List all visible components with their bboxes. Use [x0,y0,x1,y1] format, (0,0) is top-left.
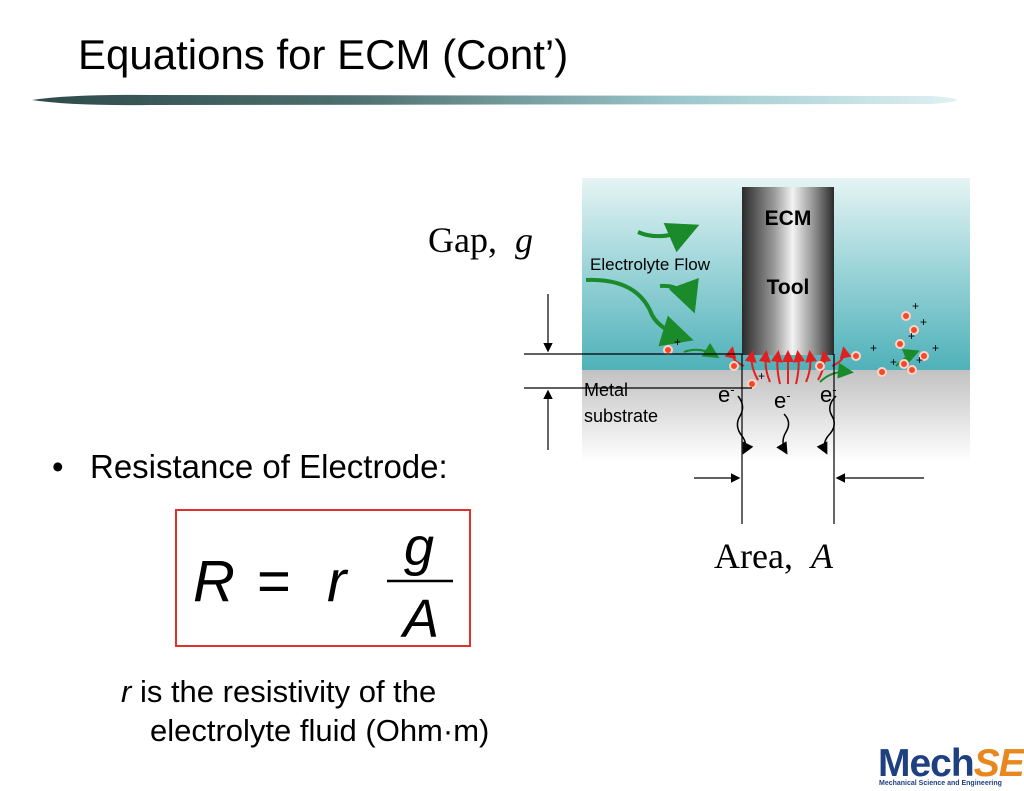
eq-equals: = [257,549,291,614]
svg-text:+: + [916,353,923,367]
gap-dimension [524,294,752,450]
svg-text:+: + [674,335,681,349]
note-line-1: r is the resistivity of the [121,674,437,709]
substrate-label-1: Metal [584,380,628,400]
ion-signs: + + + + + + + + + [674,299,939,383]
flow-arrow [659,277,699,314]
flow-arrow [895,349,920,367]
ecm-diagram: ECM Tool Electrolyte Flow + + [524,178,970,524]
gap-symbol: g [514,220,533,260]
note-line-2: electrolyte fluid (Ohm·m) [150,713,490,748]
svg-text:+: + [912,299,919,313]
gap-label: Gap, g [428,220,533,260]
tool-label-2: Tool [767,276,810,299]
substrate-label-2: substrate [584,406,658,426]
svg-text:+: + [908,329,915,343]
svg-text:+: + [758,369,765,383]
electron-label: e- [774,388,791,413]
svg-text:+: + [870,341,877,355]
bullet-resistance: • Resistance of Electrode: [52,450,448,483]
eq-denominator: A [400,589,439,649]
area-dimension [694,354,924,524]
bullet-text: Resistance of Electrode: [90,448,448,485]
ecm-tool [742,187,834,355]
svg-text:+: + [890,355,897,369]
svg-text:+: + [920,315,927,329]
mechse-logo: MechSE Mechanical Science and Engineerin… [878,742,1024,787]
flow-arrow [637,222,700,253]
title-underline [32,94,957,106]
svg-text:+: + [932,341,939,355]
area-symbol: A [810,536,833,576]
eq-coef: r [327,549,349,614]
flow-arrow [585,277,694,347]
note-var: r [121,674,132,709]
equation-box: R = r g A [175,509,471,649]
eq-numerator: g [404,517,434,577]
resistance-equation: R = r g A [193,517,453,649]
metal-substrate-region [582,370,970,462]
tool-label-1: ECM [765,207,812,230]
slide-title: Equations for ECM (Cont’) [78,31,569,78]
area-label: Area, A [714,536,833,576]
flow-label: Electrolyte Flow [590,255,711,274]
ion-particles [663,311,929,389]
bullet-symbol: • [52,448,64,485]
eq-lhs: R [193,549,235,614]
